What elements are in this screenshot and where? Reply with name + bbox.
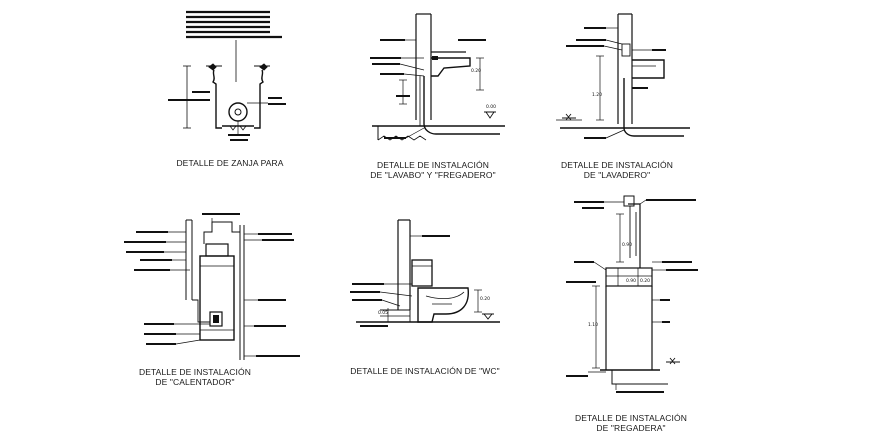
lavabo-dim-1: 0.20 <box>471 68 481 74</box>
caption-calentador: DETALLE DE INSTALACIÓN DE "CALENTADOR" <box>130 367 260 387</box>
caption-lavabo: DETALLE DE INSTALACIÓN DE "LAVABO" Y "FR… <box>358 160 508 180</box>
lavabo-detail <box>370 13 505 141</box>
caption-regadera-line-2: DE "REGADERA" <box>596 423 666 433</box>
caption-lavadero: DETALLE DE INSTALACIÓN DE "LAVADERO" <box>542 160 692 180</box>
regadera-dim-2: 0.90 <box>626 278 636 284</box>
lavabo-dim-2: 0.00 <box>486 104 496 110</box>
wc-dim-2: 0.05 <box>378 310 388 316</box>
caption-calentador-line-2: DE "CALENTADOR" <box>155 377 235 387</box>
lavadero-dim-1: 1.20 <box>592 92 602 98</box>
zanja-detail <box>168 10 286 141</box>
caption-lavadero-line-2: DE "LAVADERO" <box>583 170 651 180</box>
caption-lavabo-line-1: DETALLE DE INSTALACIÓN <box>377 160 489 170</box>
caption-wc-line-1: DETALLE DE INSTALACIÓN DE "WC" <box>350 366 500 376</box>
wc-detail <box>350 219 500 327</box>
caption-lavabo-line-2: DE "LAVABO" Y "FREGADERO" <box>370 170 496 180</box>
zanja-title-block <box>186 10 282 39</box>
lavadero-detail <box>556 13 690 139</box>
caption-wc: DETALLE DE INSTALACIÓN DE "WC" <box>340 366 510 376</box>
regadera-dim-4: 1.10 <box>588 322 598 328</box>
caption-regadera-line-1: DETALLE DE INSTALACIÓN <box>575 413 687 423</box>
caption-calentador-line-1: DETALLE DE INSTALACIÓN <box>139 367 251 377</box>
caption-regadera: DETALLE DE INSTALACIÓN DE "REGADERA" <box>556 413 706 433</box>
regadera-detail <box>566 195 698 393</box>
regadera-dim-3: 0.20 <box>640 278 650 284</box>
caption-zanja-line-1: DETALLE DE ZANJA PARA <box>176 158 284 168</box>
calentador-detail <box>124 213 300 360</box>
caption-zanja: DETALLE DE ZANJA PARA <box>150 158 310 168</box>
wc-dim-1: 0.20 <box>480 296 490 302</box>
caption-lavadero-line-1: DETALLE DE INSTALACIÓN <box>561 160 673 170</box>
regadera-dim-1: 0.90 <box>622 242 632 248</box>
